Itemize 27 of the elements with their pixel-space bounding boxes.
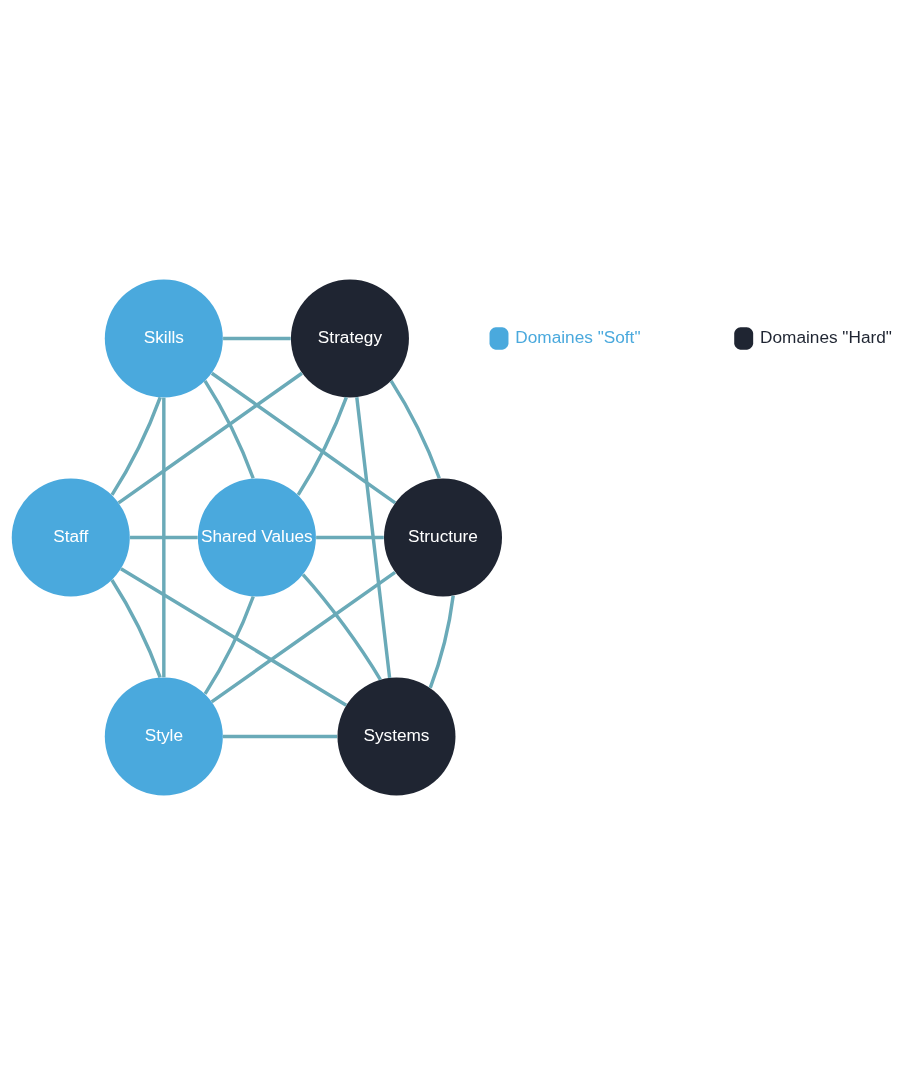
connector — [110, 396, 162, 496]
connector — [210, 371, 397, 505]
connector — [120, 567, 348, 707]
node-circle: Shared Values — [197, 478, 316, 597]
legend-label: Domaines "Soft" — [515, 326, 641, 347]
connector — [203, 380, 255, 479]
connector — [117, 371, 303, 505]
connector — [389, 380, 441, 479]
node-circle: Skills — [104, 279, 223, 398]
connector — [130, 535, 198, 540]
node-circle: Strategy — [290, 279, 409, 398]
connector — [162, 397, 166, 678]
connector — [301, 573, 382, 681]
node-circle: Structure — [383, 478, 502, 597]
connector — [296, 396, 348, 496]
node-circle: Staff — [11, 478, 130, 597]
connector — [223, 336, 291, 341]
connector — [222, 734, 338, 739]
connector — [355, 397, 392, 679]
connector — [110, 579, 162, 678]
legend-label: Domaines "Hard" — [760, 326, 892, 347]
connector — [316, 535, 384, 540]
node-circle: Systems — [337, 677, 456, 796]
connector — [210, 570, 396, 704]
connector — [428, 595, 455, 689]
node-circle: Style — [104, 677, 223, 796]
connector — [203, 595, 255, 695]
